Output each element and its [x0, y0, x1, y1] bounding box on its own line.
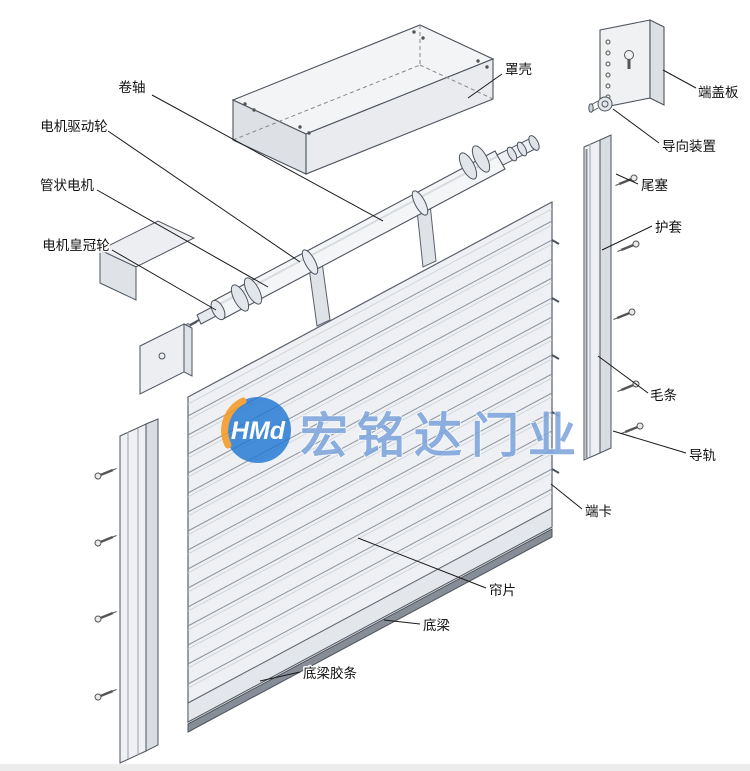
label-end-clip: 端卡	[585, 504, 612, 519]
cover-housing-drawing	[231, 24, 495, 175]
label-roller-shaft: 卷轴	[119, 80, 146, 95]
label-guide-device: 导向装置	[662, 139, 716, 154]
label-bottom-beam: 底梁	[423, 618, 450, 633]
leader-end-clip	[550, 483, 583, 510]
logo-text: HMd	[231, 417, 286, 445]
image-bottom-edge	[0, 764, 750, 771]
left-rail-screws	[92, 464, 119, 703]
leader-bottom-beam	[383, 619, 421, 625]
label-protective-sleeve: 护套	[655, 220, 683, 235]
rail-top-bracket-drawing	[139, 323, 193, 395]
label-end-cover-plate: 端盖板	[698, 85, 739, 100]
label-motor-crown-wheel: 电机皇冠轮	[42, 238, 110, 253]
end-cover-plate-drawing	[588, 19, 665, 113]
label-brush-strip: 毛条	[650, 387, 678, 403]
leader-protective-sleeve	[601, 225, 653, 251]
label-motor-drive-wheel: 电机驱动轮	[40, 119, 108, 134]
leader-roller-shaft	[151, 94, 384, 222]
leader-cover-housing	[467, 73, 503, 99]
strap-ring	[411, 190, 429, 216]
label-bottom-rubber-strip: 底梁胶条	[303, 665, 357, 681]
leader-guide-device	[612, 108, 660, 144]
leader-bottom-rubber-strip	[259, 671, 301, 682]
roller-shaft-drawing	[151, 135, 540, 347]
right-rail-screws	[611, 172, 646, 438]
guide-device-drawing	[588, 96, 613, 113]
leader-guide-rail	[612, 430, 687, 454]
leader-motor-drive-wheel	[107, 130, 301, 263]
logo-swoosh	[221, 397, 247, 449]
logo-circle	[225, 397, 291, 463]
label-guide-rail: 导轨	[689, 448, 717, 463]
motor-drive-wheel-drawing	[301, 249, 319, 275]
label-tubular-motor: 管状电机	[40, 178, 94, 193]
leader-lines	[96, 69, 697, 682]
leader-tail-plug	[615, 173, 639, 185]
leader-tubular-motor	[96, 189, 269, 288]
leader-brush-strip	[597, 355, 649, 394]
leader-curtain-slat	[357, 537, 487, 589]
housing-screw-dots	[243, 30, 489, 135]
motor-bracket-drawing	[98, 220, 196, 301]
part-labels: 卷轴 电机驱动轮 管状电机 电机皇冠轮 罩壳 端盖板 导向装置 尾塞 护套 毛条…	[39, 61, 741, 683]
label-cover-housing: 罩壳	[505, 62, 532, 77]
end-clips	[551, 239, 560, 474]
label-tail-plug: 尾塞	[641, 177, 669, 193]
bottom-rubber-strip-drawing	[187, 528, 553, 733]
leader-motor-crown-wheel	[111, 249, 217, 311]
left-guide-rail-drawing	[92, 418, 159, 764]
hidden-edges	[232, 25, 494, 141]
watermark-logo: HMd	[221, 397, 291, 463]
watermark: HMd 宏铭达门业	[221, 397, 585, 464]
leader-end-cover-plate	[662, 69, 697, 89]
bottom-beam-drawing	[187, 507, 553, 723]
watermark-brand-text: 宏铭达门业	[300, 410, 585, 463]
curtain-drawing	[187, 200, 560, 733]
right-guide-rail-drawing	[583, 134, 646, 461]
label-curtain-slat: 帘片	[489, 583, 516, 598]
motor-crown-wheel-drawing	[230, 277, 263, 312]
